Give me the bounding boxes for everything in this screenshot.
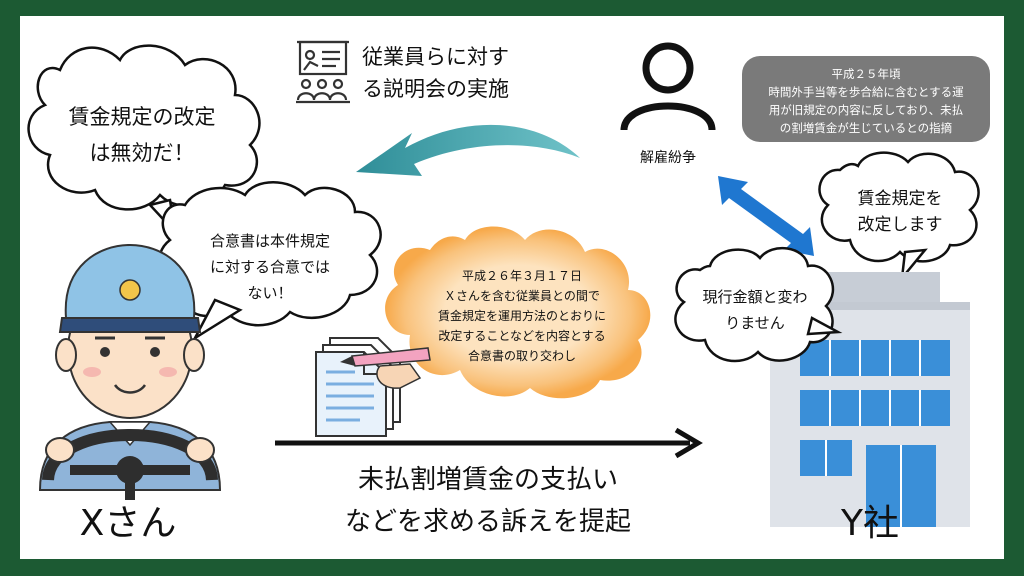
lawsuit-label-line2: などを求める訴えを提起 (345, 507, 631, 537)
dispute-label: 解雇紛争 (640, 149, 696, 166)
presentation-icon (296, 40, 350, 104)
lawsuit-arrow (275, 427, 703, 459)
company-bubble-top: 賃金規定を 改定します (818, 151, 980, 283)
person-icon (620, 42, 716, 131)
agreement-note-line1: 平成２６年３月１７日 (462, 269, 582, 283)
company-bubble-mid-line2: りません (725, 314, 785, 332)
dispute-double-arrow (718, 176, 814, 256)
grey-note-line3: 用が旧規定の内容に反しており、未払 (769, 103, 963, 117)
worker-name: Xさん (80, 503, 177, 544)
worker-bubble-mid: 合意書は本件規定 に対する合意では ない！ (158, 181, 382, 342)
worker-bubble-top-line2: は無効だ！ (90, 141, 195, 165)
grey-note: 平成２５年頃 時間外手当等を歩合給に含むとする運 用が旧規定の内容に反しており、… (742, 56, 990, 142)
agreement-note-line2: Ｘさんを含む従業員との間で (444, 288, 600, 303)
lawsuit-label: 未払割増賃金の支払い などを求める訴えを提起 (345, 465, 631, 537)
company-name: Y社 (840, 503, 899, 544)
grey-note-line4: の割増賃金が生じているとの指摘 (780, 121, 952, 135)
company-bubble-top-line1: 賃金規定を (858, 189, 943, 209)
agreement-note-line5: 合意書の取り交わし (468, 348, 576, 363)
meeting-label: 従業員らに対す る説明会の実施 (362, 45, 509, 101)
company-bubble-top-line2: 改定します (858, 215, 943, 235)
meeting-arrow (356, 124, 580, 176)
grey-note-line2: 時間外手当等を歩合給に含むとする運 (768, 85, 964, 99)
worker-bubble-mid-line2: に対する合意では (210, 258, 330, 276)
agreement-note-line3: 賃金規定を運用方法のとおりに (438, 308, 606, 323)
company-bubble-mid-line1: 現行金額と変わ (702, 288, 807, 306)
worker-bubble-mid-line1: 合意書は本件規定 (210, 232, 330, 250)
agreement-note: 平成２６年３月１７日 Ｘさんを含む従業員との間で 賃金規定を運用方法のとおりに … (385, 226, 651, 399)
lawsuit-label-line1: 未払割増賃金の支払い (358, 465, 618, 495)
building-icon (770, 272, 970, 527)
meeting-label-line1: 従業員らに対す (362, 45, 509, 69)
company-bubble-mid: 現行金額と変わ りません (674, 246, 843, 363)
grey-note-line1: 平成２５年頃 (832, 67, 901, 81)
worker-bubble-top-line1: 賃金規定の改定 (69, 105, 216, 129)
meeting-label-line2: る説明会の実施 (362, 77, 509, 101)
driver-illustration (38, 243, 222, 500)
worker-bubble-top: 賃金規定の改定 は無効だ！ (27, 44, 261, 236)
agreement-note-line4: 改定することなどを内容とする (438, 328, 605, 343)
worker-bubble-mid-line3: ない！ (247, 284, 292, 302)
pen-icon (340, 347, 431, 389)
